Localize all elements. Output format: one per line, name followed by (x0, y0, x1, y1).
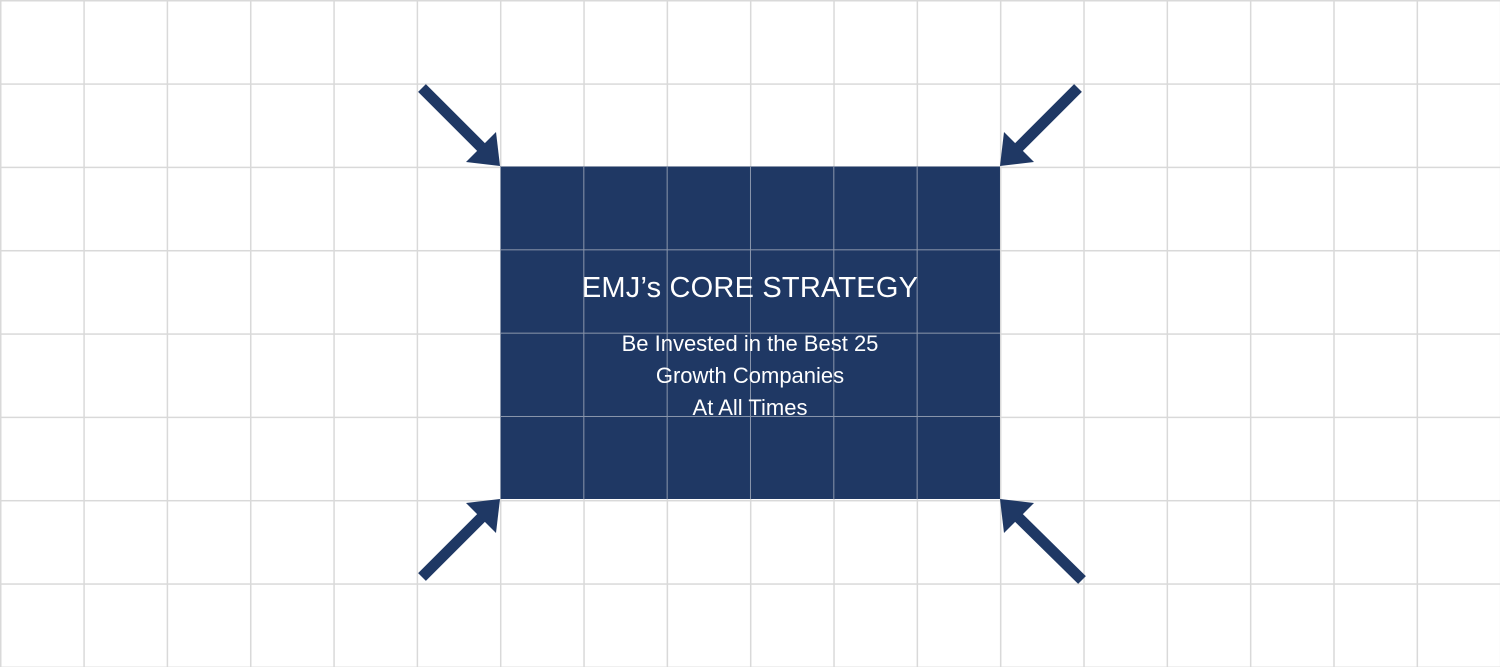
arrow-down-left-icon (1000, 84, 1082, 166)
arrow-up-right-icon (418, 499, 500, 581)
core-strategy-title: EMJ’s CORE STRATEGY (581, 272, 919, 304)
arrow-up-left-icon (1000, 499, 1086, 584)
subtitle-line: At All Times (692, 395, 808, 420)
subtitle-line: Be Invested in the Best 25 (621, 331, 879, 356)
core-strategy-subtitle: Be Invested in the Best 25 Growth Compan… (500, 328, 1000, 424)
subtitle-line: Growth Companies (655, 363, 845, 388)
arrow-down-right-icon (418, 84, 500, 166)
core-strategy-box: EMJ’s CORE STRATEGY Be Invested in the B… (500, 166, 1000, 499)
